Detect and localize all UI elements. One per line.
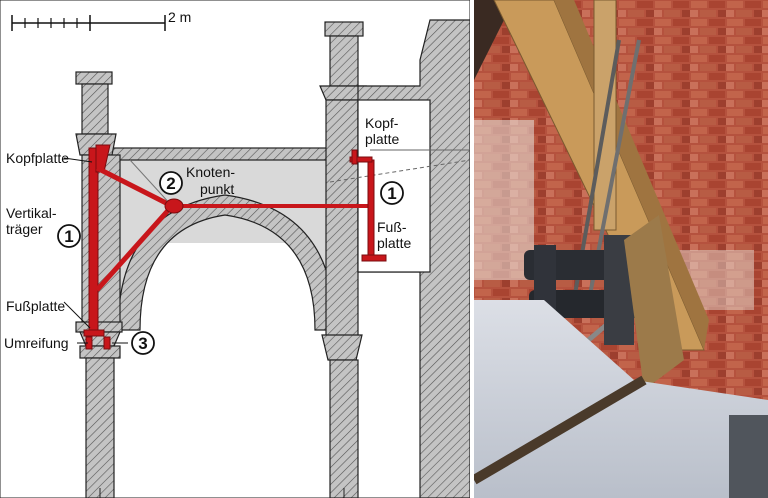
node-point [164, 198, 184, 214]
marker-banding: 3 [131, 331, 155, 355]
marker-node-point: 2 [159, 171, 183, 195]
attic-photo [474, 0, 768, 498]
svg-text:2: 2 [166, 174, 175, 193]
technical-drawing: 2 m [0, 0, 470, 498]
lintel [109, 147, 336, 161]
upper-strut [95, 165, 174, 209]
label-fussplatte: Fußplatte [6, 298, 65, 314]
label-vertikal-1: Vertikal- [6, 205, 57, 221]
svg-text:1: 1 [64, 227, 73, 246]
vertical-beam [88, 147, 99, 334]
steel-structure [83, 144, 387, 350]
label-umreifung: Umreifung [4, 335, 69, 351]
marker-vertical-beam: 1 [57, 224, 81, 248]
label-vertikal-2: träger [6, 221, 43, 237]
right-bracket [367, 159, 375, 261]
svg-text:3: 3 [138, 334, 147, 353]
marker-right-bracket: 1 [380, 181, 404, 205]
lower-strut [95, 204, 174, 292]
banding-right [103, 336, 111, 350]
scale-bar [11, 15, 166, 31]
steel-bracket [524, 215, 684, 390]
vault-area [118, 212, 330, 330]
guy-line [129, 159, 173, 207]
label-kopf-right-1: Kopf- [365, 115, 399, 131]
label-fuss-right-2: platte [377, 235, 411, 251]
label-kopfplatte: Kopfplatte [6, 150, 69, 166]
label-knoten-2: punkt [200, 181, 234, 197]
label-fuss-right-1: Fuß- [377, 219, 407, 235]
label-knoten-1: Knoten- [186, 164, 235, 180]
scale-label: 2 m [168, 9, 191, 25]
label-kopf-right-2: platte [365, 131, 399, 147]
svg-text:1: 1 [387, 184, 396, 203]
